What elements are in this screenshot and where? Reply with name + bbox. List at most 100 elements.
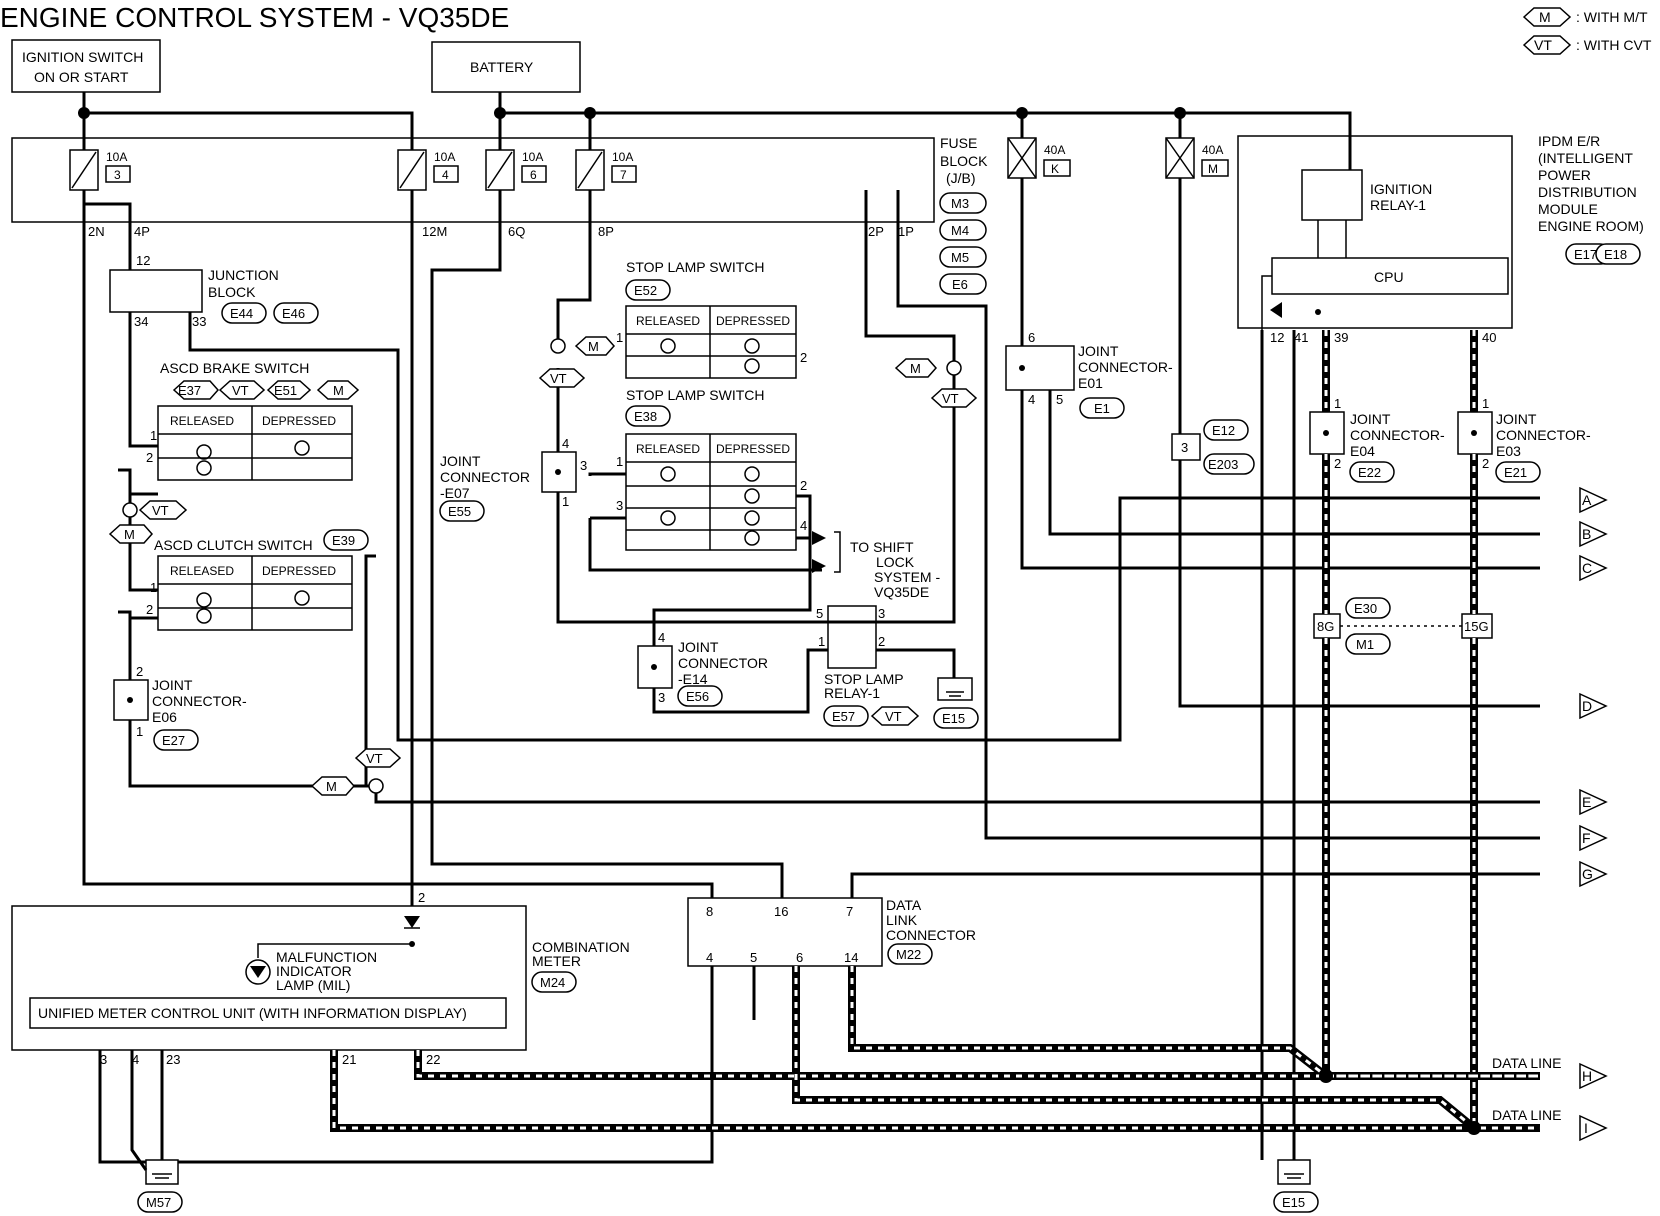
- ascd-brake-pin-2: 2: [146, 450, 153, 465]
- data-lines: DATA LINE DATA LINE: [330, 330, 1562, 1135]
- fuse-7-amp: 10A: [612, 150, 633, 164]
- ipdm-label-4: DISTRIBUTION: [1538, 184, 1637, 200]
- jb-ref-e44: E44: [230, 306, 253, 321]
- joint-connector-e06: JOINT CONNECTOR- E06 E27 2 1: [113, 664, 247, 751]
- fuse-3: 10A 3: [69, 149, 131, 191]
- stop-relay-ref: E57: [832, 709, 855, 724]
- ascd-clutch-pin-2: 2: [146, 602, 153, 617]
- stop-lamp-switch-e38: STOP LAMP SWITCH E38 RELEASED DEPRESSED …: [616, 387, 807, 551]
- joint-connector-e03: 1 2 JOINT CONNECTOR- E03 E21: [1457, 396, 1591, 483]
- output-a: A: [1582, 492, 1592, 508]
- fuse-4-num: 4: [442, 168, 449, 182]
- shift-lock-reference: TO SHIFT LOCK SYSTEM - VQ35DE: [812, 531, 940, 600]
- stop-lamp-relay-1: 5 3 1 2 STOP LAMP RELAY-1 E57 VT: [816, 605, 920, 727]
- shift-lock-3: SYSTEM -: [874, 569, 940, 585]
- dlc-pin-5: 5: [750, 950, 757, 965]
- output-arrows: A B C D E F G H I: [1579, 486, 1608, 1142]
- legend: M : WITH M/T VT : WITH CVT: [1522, 7, 1652, 55]
- mil-label-1: MALFUNCTION: [276, 949, 377, 965]
- m1-ref: M1: [1356, 637, 1374, 652]
- battery: BATTERY: [431, 41, 581, 93]
- data-line-label-h: DATA LINE: [1492, 1055, 1562, 1071]
- stop-2-pin-4: 4: [800, 518, 807, 533]
- meter-pin-4: 4: [132, 1052, 139, 1067]
- fuse-7: 10A 7: [575, 149, 637, 191]
- combination-meter: COMBINATION METER M24 2 MALFUNCTION INDI…: [11, 890, 630, 1067]
- meter-ref: M24: [540, 975, 565, 990]
- e14-ref: E56: [686, 689, 709, 704]
- data-line-label-i: DATA LINE: [1492, 1107, 1562, 1123]
- e01-pin-6: 6: [1028, 330, 1035, 345]
- e12-ref: E12: [1212, 423, 1235, 438]
- e14-label-2: CONNECTOR: [678, 655, 768, 671]
- e03-pin-2: 2: [1482, 456, 1489, 471]
- e01-label-1: JOINT: [1078, 343, 1119, 359]
- legend-cvt-text: : WITH CVT: [1576, 37, 1652, 53]
- stop-2-depressed: DEPRESSED: [716, 442, 790, 456]
- ipdm-pin-40: 40: [1482, 330, 1496, 345]
- ground-e15-mid-ref: E15: [942, 711, 965, 726]
- ipdm-ref-e17: E17: [1574, 247, 1597, 262]
- mark-vt-2: VT: [942, 391, 959, 406]
- output-e: E: [1582, 794, 1591, 810]
- e01-label-2: CONNECTOR-: [1078, 359, 1173, 375]
- e03-ref: E21: [1504, 465, 1527, 480]
- dlc-pin-7: 7: [846, 904, 853, 919]
- meter-label-1: COMBINATION: [532, 939, 630, 955]
- fuse-4: 10A 4: [397, 149, 459, 191]
- ascd-ref-vt: VT: [232, 383, 249, 398]
- dlc-ref: M22: [896, 947, 921, 962]
- ipdm-label-6: ENGINE ROOM): [1538, 218, 1644, 234]
- e04-label-3: E04: [1350, 443, 1375, 459]
- fusible-link-k: 40A K: [1007, 137, 1071, 179]
- option-marks: M VT M VT VT M M VT E37 VT E51 M: [108, 336, 978, 796]
- e01-pin-4: 4: [1028, 392, 1035, 407]
- ipdm-pin-41: 41: [1294, 330, 1308, 345]
- dlc-pin-4: 4: [706, 950, 713, 965]
- e06-label-1: JOINT: [152, 677, 193, 693]
- ipdm-label-2: (INTELLIGENT: [1538, 150, 1633, 166]
- e01-pin-5: 5: [1056, 392, 1063, 407]
- mark-vt-3: VT: [152, 503, 169, 518]
- ignition-switch: IGNITION SWITCH ON OR START: [11, 39, 161, 93]
- e14-pin-3: 3: [658, 690, 665, 705]
- jb-ref-e46: E46: [282, 306, 305, 321]
- pin-12m: 12M: [422, 224, 447, 239]
- diagram-title: ENGINE CONTROL SYSTEM - VQ35DE: [0, 2, 509, 33]
- ground-e15-right-ref: E15: [1282, 1195, 1305, 1210]
- mark-vt-4: VT: [366, 751, 383, 766]
- relay-pin-1: 1: [818, 634, 825, 649]
- output-g: G: [1582, 866, 1593, 882]
- e04-pin-2: 2: [1334, 456, 1341, 471]
- relay-pin-3: 3: [878, 606, 885, 621]
- ascd-clutch-released: RELEASED: [170, 564, 234, 578]
- mark-m-4: M: [326, 779, 337, 794]
- e06-pin-1: 1: [136, 724, 143, 739]
- stop-1-released: RELEASED: [636, 314, 700, 328]
- dlc-pin-6: 6: [796, 950, 803, 965]
- pin-4p: 4P: [134, 224, 150, 239]
- ipdm-pin-39: 39: [1334, 330, 1348, 345]
- e07-pin-4: 4: [562, 436, 569, 451]
- fuse-ref-e6: E6: [952, 277, 968, 292]
- link-m-amp: 40A: [1202, 143, 1223, 157]
- e07-label-3: -E07: [440, 485, 470, 501]
- e07-label-2: CONNECTOR: [440, 469, 530, 485]
- e04-label-2: CONNECTOR-: [1350, 427, 1445, 443]
- e01-ref: E1: [1094, 401, 1110, 416]
- fuse-3-amp: 10A: [106, 150, 127, 164]
- relay-label-1: IGNITION: [1370, 181, 1432, 197]
- ipdm-label-1: IPDM E/R: [1538, 133, 1600, 149]
- stop-lamp-1-label: STOP LAMP SWITCH: [626, 259, 764, 275]
- stop-lamp-2-label: STOP LAMP SWITCH: [626, 387, 764, 403]
- link-m-id: M: [1208, 162, 1218, 176]
- ascd-ref-e51: E51: [274, 383, 297, 398]
- fuse-3-num: 3: [114, 168, 121, 182]
- mark-m-2: M: [910, 361, 921, 376]
- conn-15g: 15G: [1464, 619, 1489, 634]
- fuse-6-amp: 10A: [522, 150, 543, 164]
- cpu-label: CPU: [1374, 269, 1404, 285]
- output-i: I: [1584, 1120, 1588, 1136]
- dlc-pin-16: 16: [774, 904, 788, 919]
- e12-pin-3: 3: [1181, 440, 1188, 455]
